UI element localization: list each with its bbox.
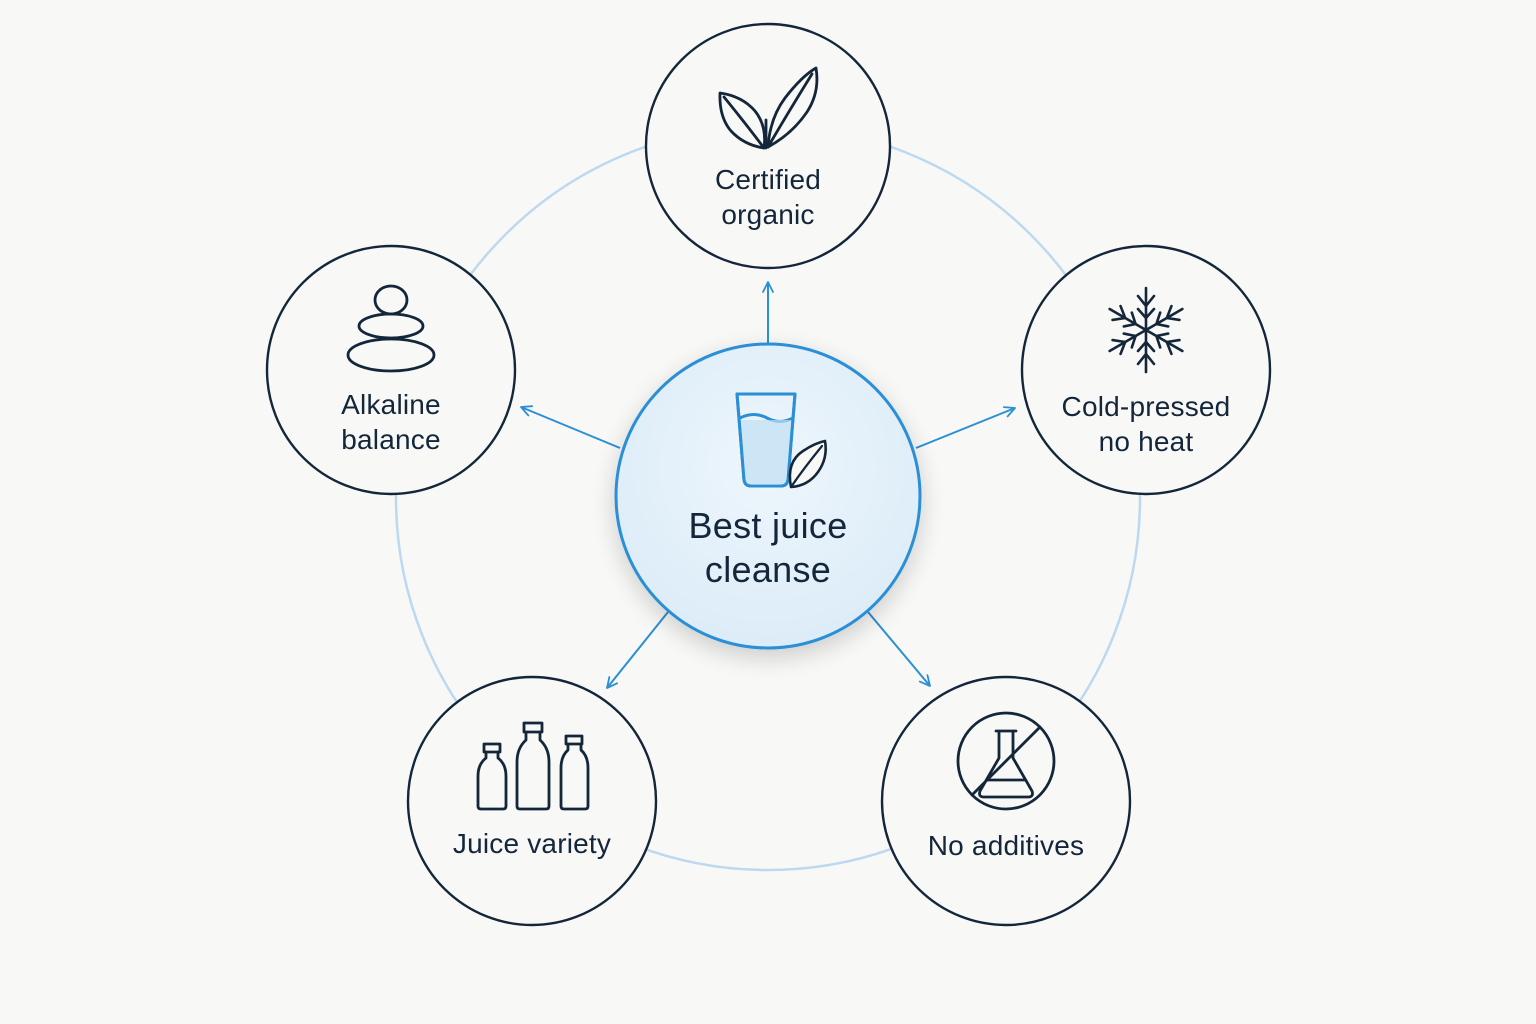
arrow-to-no-additives [867,611,931,687]
no-additives-label-line1: No additives [927,830,1085,861]
juice-bottles-icon [476,721,590,811]
juice-variety-label: Juice variety [422,826,642,861]
arrow-to-alkaline-balance [520,405,621,449]
alkaline-balance-label: Alkaline balance [281,387,501,457]
arrow-to-cold-pressed [915,406,1016,449]
cold-pressed-label-line2: no heat [1098,426,1194,457]
alkaline-balance-label-line1: Alkaline [341,389,441,420]
cold-pressed-label: Cold-pressed no heat [1036,389,1256,459]
no-additives-label: No additives [896,828,1116,863]
center-title-line1: Best juice [688,505,848,546]
certified-organic-label: Certified organic [658,162,878,232]
arrow-to-juice-variety [606,611,669,689]
no-additives-node [880,675,1132,927]
stacked-stones-icon [346,284,436,373]
snowflake-icon [1108,286,1184,374]
leaves-icon [718,66,819,150]
cold-pressed-label-line1: Cold-pressed [1061,391,1231,422]
certified-organic-label-line1: Certified [714,164,822,195]
glass-with-leaf-icon [735,392,827,489]
feature-nodes [265,22,1272,927]
connector-arrows [520,281,1016,689]
center-hub [614,342,922,650]
juice-variety-node [406,675,658,927]
no-chemicals-flask-icon [956,711,1056,811]
center-title-line2: cleanse [704,549,832,590]
center-title: Best juice cleanse [638,504,898,592]
alkaline-balance-label-line2: balance [341,424,441,455]
juice-variety-label-line1: Juice variety [452,828,612,859]
certified-organic-label-line2: organic [721,199,815,230]
